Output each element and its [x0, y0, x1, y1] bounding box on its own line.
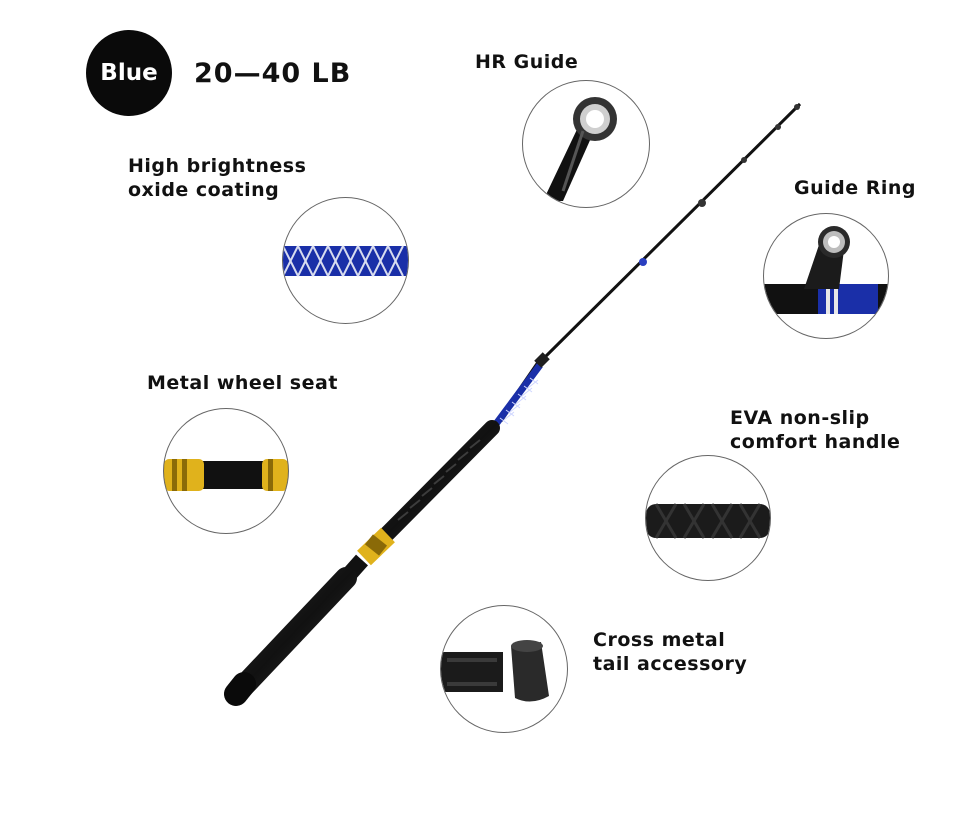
guide-ring-closeup [763, 213, 889, 339]
color-badge-label: Blue [100, 60, 158, 86]
tail-cap-closeup [440, 605, 568, 733]
feature-label-oxide-coating: High brightness oxide coating [128, 155, 307, 201]
feature-label-tail-accessory: Cross metal tail accessory [593, 629, 748, 675]
reel-seat-closeup [163, 408, 289, 534]
oxide-coating-closeup [282, 197, 409, 324]
color-badge: Blue [86, 30, 172, 116]
feature-label-metal-wheel-seat: Metal wheel seat [147, 372, 338, 394]
feature-label-guide-ring: Guide Ring [794, 177, 917, 199]
eva-handle-closeup [645, 455, 771, 581]
feature-label-hr-guide: HR Guide [475, 51, 579, 73]
feature-label-eva-handle: EVA non-slip comfort handle [730, 407, 901, 453]
line-rating: 20—40 LB [194, 58, 352, 89]
hr-guide-closeup [522, 80, 650, 208]
